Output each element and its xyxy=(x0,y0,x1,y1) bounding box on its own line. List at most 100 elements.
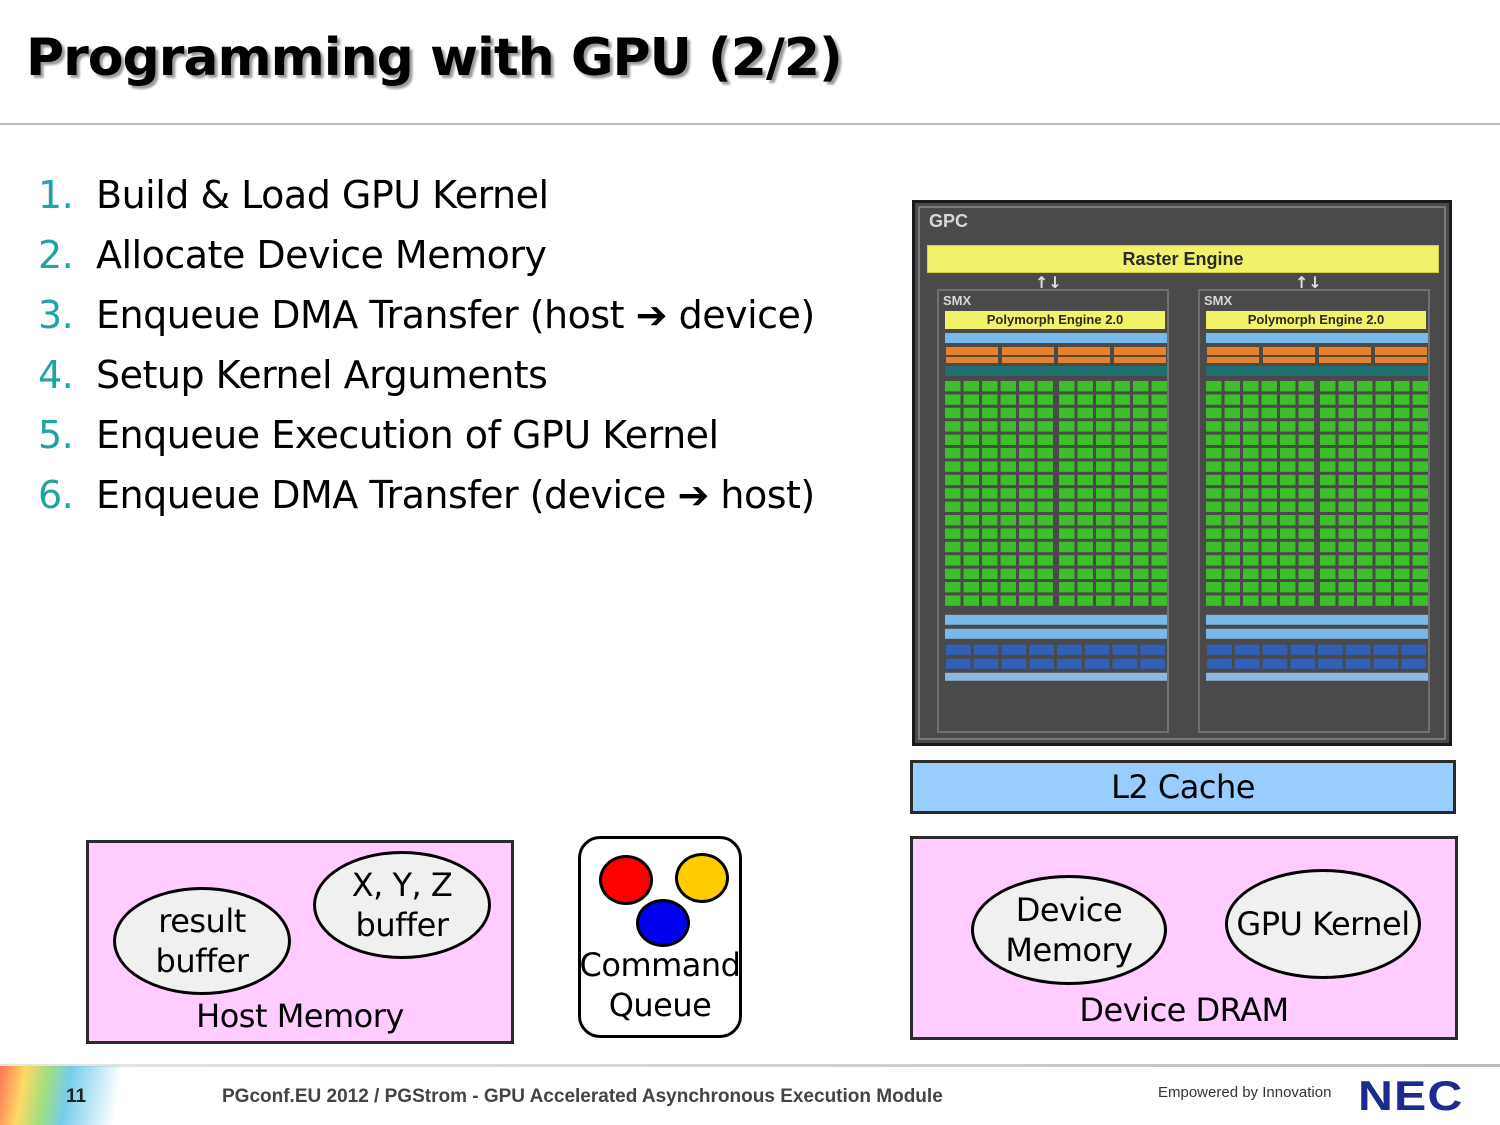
cuda-core xyxy=(1114,541,1130,553)
cuda-core xyxy=(1019,528,1035,539)
cuda-core xyxy=(1338,528,1354,539)
cuda-core xyxy=(963,595,979,606)
cuda-core xyxy=(1412,555,1428,566)
cuda-core xyxy=(1224,488,1240,499)
step-item: 2.Allocate Device Memory xyxy=(38,228,815,288)
cuda-core xyxy=(1019,488,1035,499)
cuda-core xyxy=(1412,421,1428,432)
cuda-core xyxy=(1412,501,1428,512)
cuda-core xyxy=(1375,582,1391,593)
cuda-core xyxy=(963,421,979,432)
cuda-core xyxy=(1077,528,1093,539)
texture-unit xyxy=(1207,644,1232,655)
dispatch-unit-block xyxy=(1114,357,1166,363)
cuda-core xyxy=(1357,474,1373,486)
cuda-core xyxy=(1114,528,1130,539)
cuda-core xyxy=(982,394,998,405)
cuda-core xyxy=(1261,595,1277,606)
cuda-core xyxy=(1357,515,1373,526)
red-command-dot xyxy=(599,855,653,905)
cuda-core xyxy=(1114,394,1130,405)
cuda-core xyxy=(1151,381,1167,392)
cuda-core xyxy=(1096,515,1112,526)
cuda-core xyxy=(1280,582,1296,593)
cuda-core xyxy=(1114,488,1130,499)
cuda-core xyxy=(1000,595,1016,606)
device-dram-box: Device Memory GPU Kernel Device DRAM xyxy=(910,836,1458,1040)
cuda-core xyxy=(1114,407,1130,419)
cuda-core xyxy=(1243,448,1259,459)
device-dram-label: Device DRAM xyxy=(1079,991,1289,1029)
texture-unit xyxy=(973,644,999,655)
cuda-core xyxy=(1151,501,1167,512)
cuda-core xyxy=(1357,595,1373,606)
cuda-core xyxy=(1298,394,1314,405)
cuda-core xyxy=(1151,448,1167,459)
footer-divider xyxy=(0,1064,1500,1067)
cuda-core xyxy=(1394,448,1410,459)
cuda-core xyxy=(1224,434,1240,445)
cuda-core xyxy=(1320,582,1336,593)
dispatch-unit-block xyxy=(1319,347,1371,355)
cuda-core xyxy=(1133,461,1149,472)
texture-cache-bar xyxy=(945,672,1167,681)
cuda-core xyxy=(1412,394,1428,405)
cuda-core xyxy=(1000,461,1016,472)
cuda-core xyxy=(1096,394,1112,405)
cuda-core xyxy=(945,448,961,459)
cuda-core xyxy=(1059,501,1075,512)
cuda-core xyxy=(1261,381,1277,392)
cuda-core xyxy=(1320,568,1336,579)
cuda-core xyxy=(1000,394,1016,405)
cuda-core xyxy=(1133,448,1149,459)
bidirectional-arrow-icon: ↑↓ xyxy=(1035,273,1062,292)
cuda-core xyxy=(1394,407,1410,419)
cuda-core xyxy=(1133,528,1149,539)
cuda-core xyxy=(1133,407,1149,419)
cuda-core xyxy=(963,515,979,526)
cuda-core xyxy=(1394,461,1410,472)
cuda-core xyxy=(1059,474,1075,486)
cuda-core xyxy=(1019,381,1035,392)
cuda-core xyxy=(1375,394,1391,405)
cuda-core xyxy=(1412,448,1428,459)
cuda-core xyxy=(1320,515,1336,526)
cuda-core xyxy=(1224,421,1240,432)
cuda-core xyxy=(1133,555,1149,566)
cuda-core xyxy=(1037,488,1053,499)
cuda-core xyxy=(1338,381,1354,392)
cuda-core xyxy=(1261,528,1277,539)
step-text: Allocate Device Memory xyxy=(96,233,547,277)
step-item: 3.Enqueue DMA Transfer (host ➔ device) xyxy=(38,288,815,348)
cuda-core xyxy=(1151,394,1167,405)
cuda-core xyxy=(1077,381,1093,392)
cuda-core xyxy=(1357,568,1373,579)
cuda-core xyxy=(982,381,998,392)
cuda-core xyxy=(1133,541,1149,553)
cuda-core xyxy=(1133,474,1149,486)
cuda-core xyxy=(963,488,979,499)
cuda-core xyxy=(1338,595,1354,606)
cuda-core xyxy=(1000,448,1016,459)
cuda-core xyxy=(1357,394,1373,405)
dispatch-unit-block xyxy=(1375,347,1427,355)
footer-text: PGconf.EU 2012 / PGStrom - GPU Accelerat… xyxy=(222,1086,943,1107)
texture-unit xyxy=(1029,658,1054,669)
cuda-core xyxy=(1298,541,1314,553)
texture-unit xyxy=(1345,644,1371,655)
cuda-core xyxy=(1375,568,1391,579)
xyz-buffer: X, Y, Z buffer xyxy=(313,851,491,959)
cuda-core xyxy=(1298,381,1314,392)
cuda-core xyxy=(1114,555,1130,566)
command-queue: Command Queue xyxy=(578,836,742,1038)
cuda-core xyxy=(1338,394,1354,405)
cuda-core xyxy=(1151,528,1167,539)
cuda-core xyxy=(1037,568,1053,579)
cuda-core xyxy=(1338,501,1354,512)
texture-unit xyxy=(1318,658,1343,669)
cuda-core xyxy=(1412,568,1428,579)
cuda-core xyxy=(1114,448,1130,459)
cuda-core xyxy=(1000,515,1016,526)
cuda-core xyxy=(1114,421,1130,432)
step-item: 1.Build & Load GPU Kernel xyxy=(38,168,815,228)
